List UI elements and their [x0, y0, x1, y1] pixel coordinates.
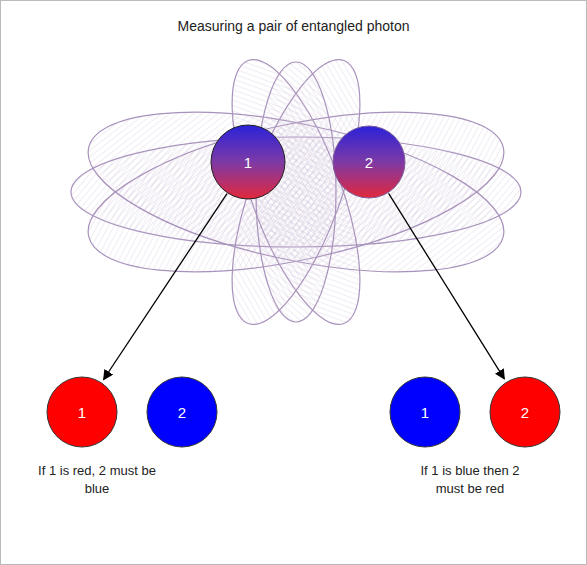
circle-outline — [147, 377, 217, 447]
circle-outline — [211, 125, 285, 199]
photon-label-box: 2 — [146, 376, 218, 448]
measurement-arrow — [389, 193, 505, 379]
photon-circle: 1 — [389, 376, 461, 448]
circle-outline — [390, 377, 460, 447]
circle-outline — [333, 126, 405, 198]
photon-circle: 1 — [46, 376, 118, 448]
photon-label-box: 1 — [210, 124, 286, 200]
photon-label-box: 2 — [489, 376, 561, 448]
photon-label-box: 2 — [332, 125, 406, 199]
photon-number: 2 — [178, 404, 186, 421]
photon-number: 1 — [78, 404, 86, 421]
circle-outline — [47, 377, 117, 447]
photon-number: 2 — [521, 404, 529, 421]
photon-number: 2 — [365, 154, 373, 171]
photon-number: 1 — [244, 154, 252, 171]
photon-circle: 2 — [332, 125, 406, 199]
photon-number: 1 — [421, 404, 429, 421]
orbit-ellipses — [71, 45, 521, 339]
photon-label-box: 1 — [46, 376, 118, 448]
photon-label-box: 1 — [389, 376, 461, 448]
photon-circle: 1 — [210, 124, 286, 200]
photon-circle: 2 — [489, 376, 561, 448]
outcome-caption: If 1 is blue then 2 must be red — [405, 462, 535, 498]
photon-circle: 2 — [146, 376, 218, 448]
measurement-arrow — [104, 194, 227, 380]
circle-outline — [490, 377, 560, 447]
outcome-caption: If 1 is red, 2 must be blue — [32, 462, 162, 498]
diagram-title: Measuring a pair of entangled photon — [0, 18, 587, 34]
